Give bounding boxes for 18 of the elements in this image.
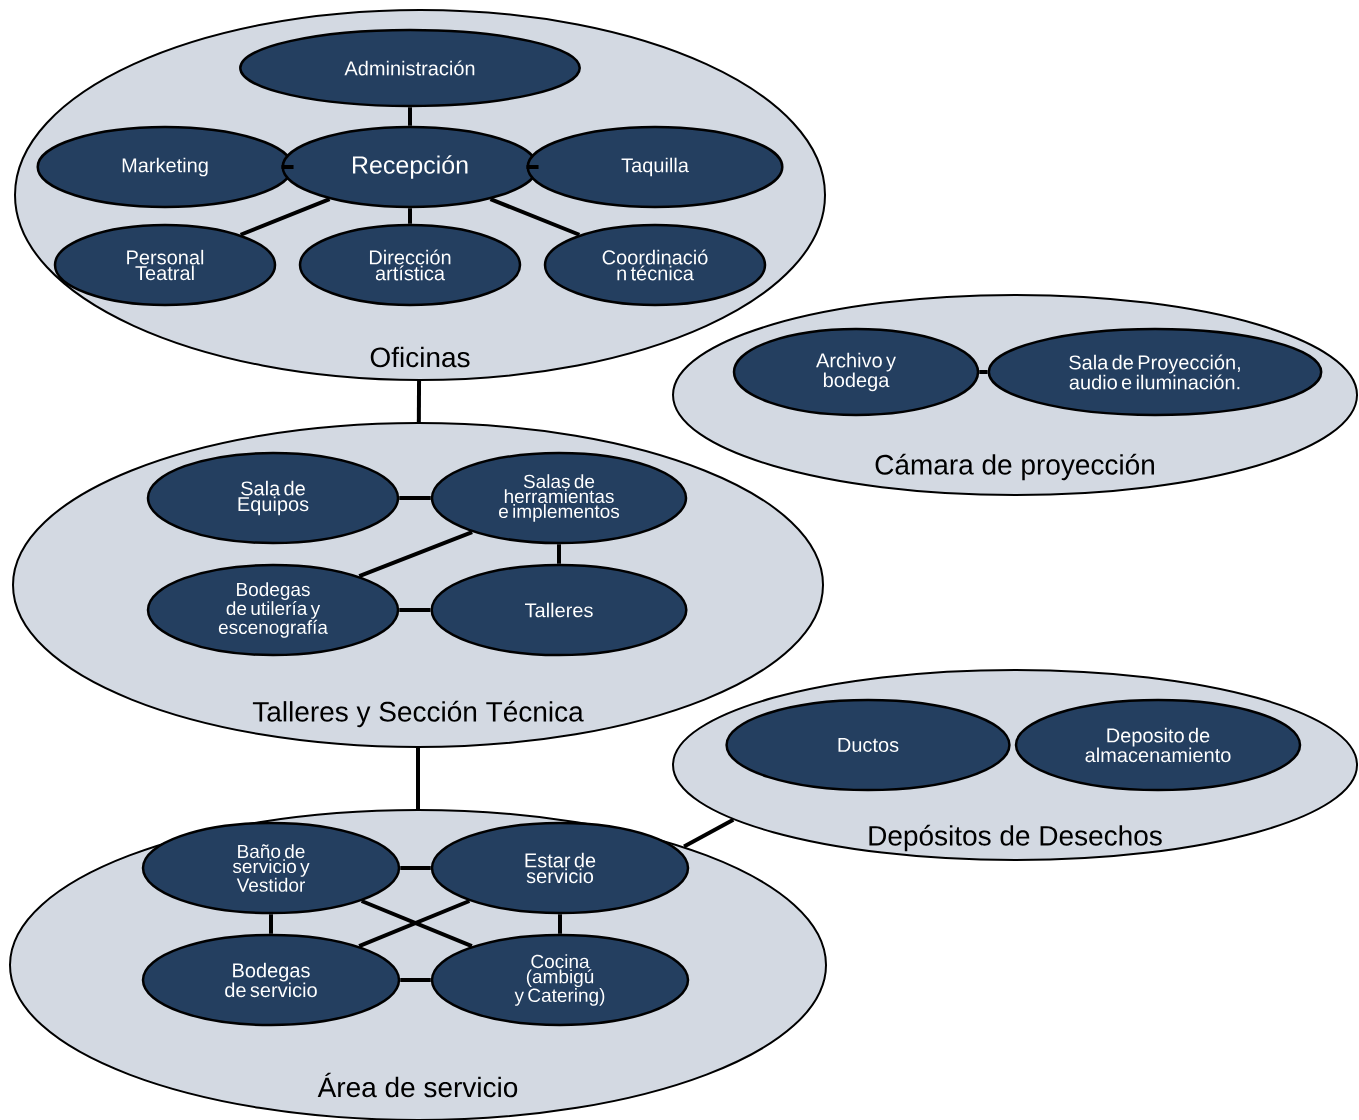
connector-line — [489, 197, 581, 237]
connector-line — [526, 165, 539, 169]
connector-line — [683, 818, 735, 849]
connector-line — [281, 165, 294, 169]
connector-line — [399, 608, 431, 612]
connector-line — [408, 208, 412, 224]
connector-line — [358, 530, 473, 579]
connector-line — [558, 914, 562, 934]
connector-line — [408, 107, 412, 126]
connector-line — [400, 866, 431, 870]
connector-line — [979, 370, 988, 374]
connector-line — [269, 914, 273, 934]
connector-line — [416, 748, 420, 809]
connector-line — [399, 496, 431, 500]
connector-line — [239, 197, 331, 237]
connector-line — [400, 978, 431, 982]
connector-line — [416, 381, 422, 423]
connector-line — [557, 544, 561, 564]
